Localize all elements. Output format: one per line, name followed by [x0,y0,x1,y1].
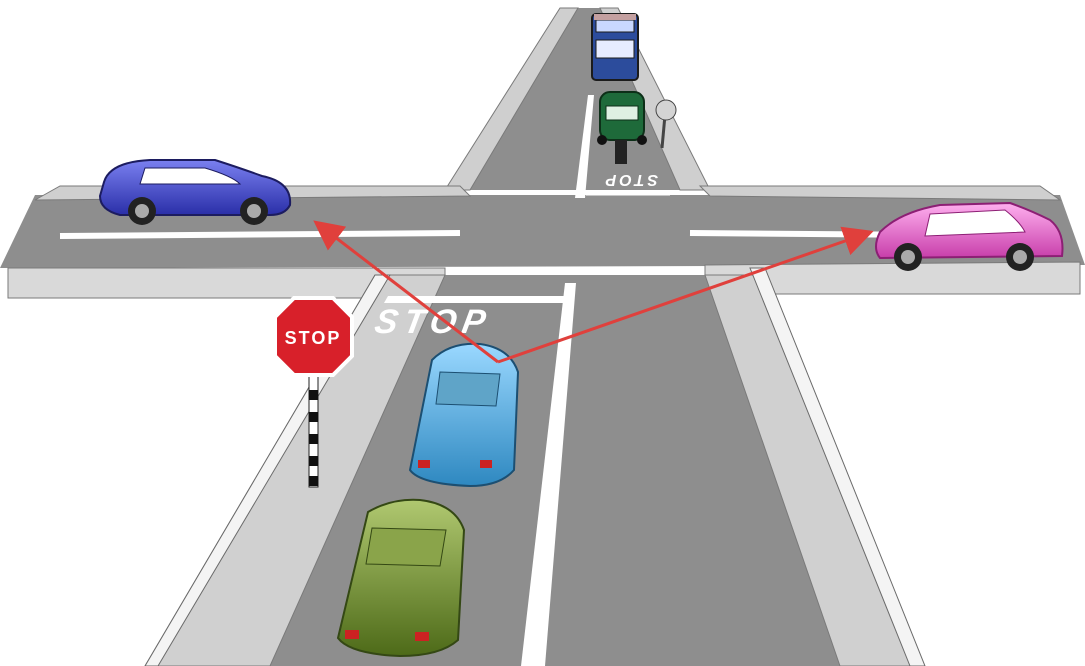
bus [592,14,638,80]
far-stop-marking: STOP [603,171,658,188]
far-sign [656,100,676,120]
near-stop-marking: STOP [372,303,495,341]
cross-road-lane-left [60,233,460,236]
stop-sign-text: STOP [285,328,342,348]
